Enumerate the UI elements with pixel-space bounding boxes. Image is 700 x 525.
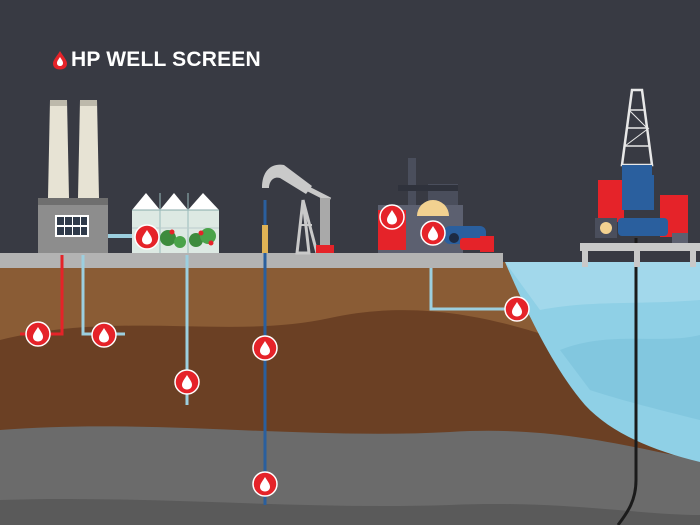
rig-blue-module [622, 175, 654, 210]
pumpjack-wellhead [262, 225, 268, 253]
rig-platform [580, 243, 700, 251]
bedrock-layer [0, 498, 700, 525]
rig-red-tank-left [598, 180, 624, 222]
coastal-pipe [429, 268, 518, 311]
sea-deep-band [560, 335, 700, 420]
pumpjack [262, 164, 334, 255]
marker-greenhouse[interactable] [134, 224, 160, 250]
greenhouse-plants [160, 228, 216, 248]
marker-power-plant-red-pipe[interactable] [25, 321, 51, 347]
marker-greenhouse-well[interactable] [174, 369, 200, 395]
sea-shallow-band [505, 262, 700, 310]
marker-pumpjack-well-upper[interactable] [252, 335, 278, 361]
brand-header: HP WELL SCREEN [52, 48, 261, 72]
marker-pumpjack-well-lower[interactable] [252, 471, 278, 497]
pumpjack-motor [320, 198, 330, 248]
chimney-left [48, 100, 69, 198]
offshore-rig [580, 88, 700, 267]
marker-coastal-pipe[interactable] [504, 296, 530, 322]
offshore-riser-pipe [616, 238, 638, 525]
refinery-tower-left [408, 158, 416, 210]
marker-refinery-left[interactable] [379, 204, 405, 230]
brand-title: HP WELL SCREEN [71, 48, 261, 71]
pumpjack-samson-post [295, 199, 311, 255]
marker-refinery-right[interactable] [420, 220, 446, 246]
rock-layer [0, 426, 700, 525]
greenhouse [132, 193, 219, 253]
power-plant-window [55, 215, 89, 237]
pumpjack-beam [273, 169, 332, 203]
connector-pipe [108, 234, 132, 238]
power-plant [38, 100, 132, 253]
marker-power-plant-blue-pipe[interactable] [91, 322, 117, 348]
oil-drop-icon [53, 51, 67, 70]
chimney-right [78, 100, 99, 198]
ground-surface [0, 253, 503, 268]
